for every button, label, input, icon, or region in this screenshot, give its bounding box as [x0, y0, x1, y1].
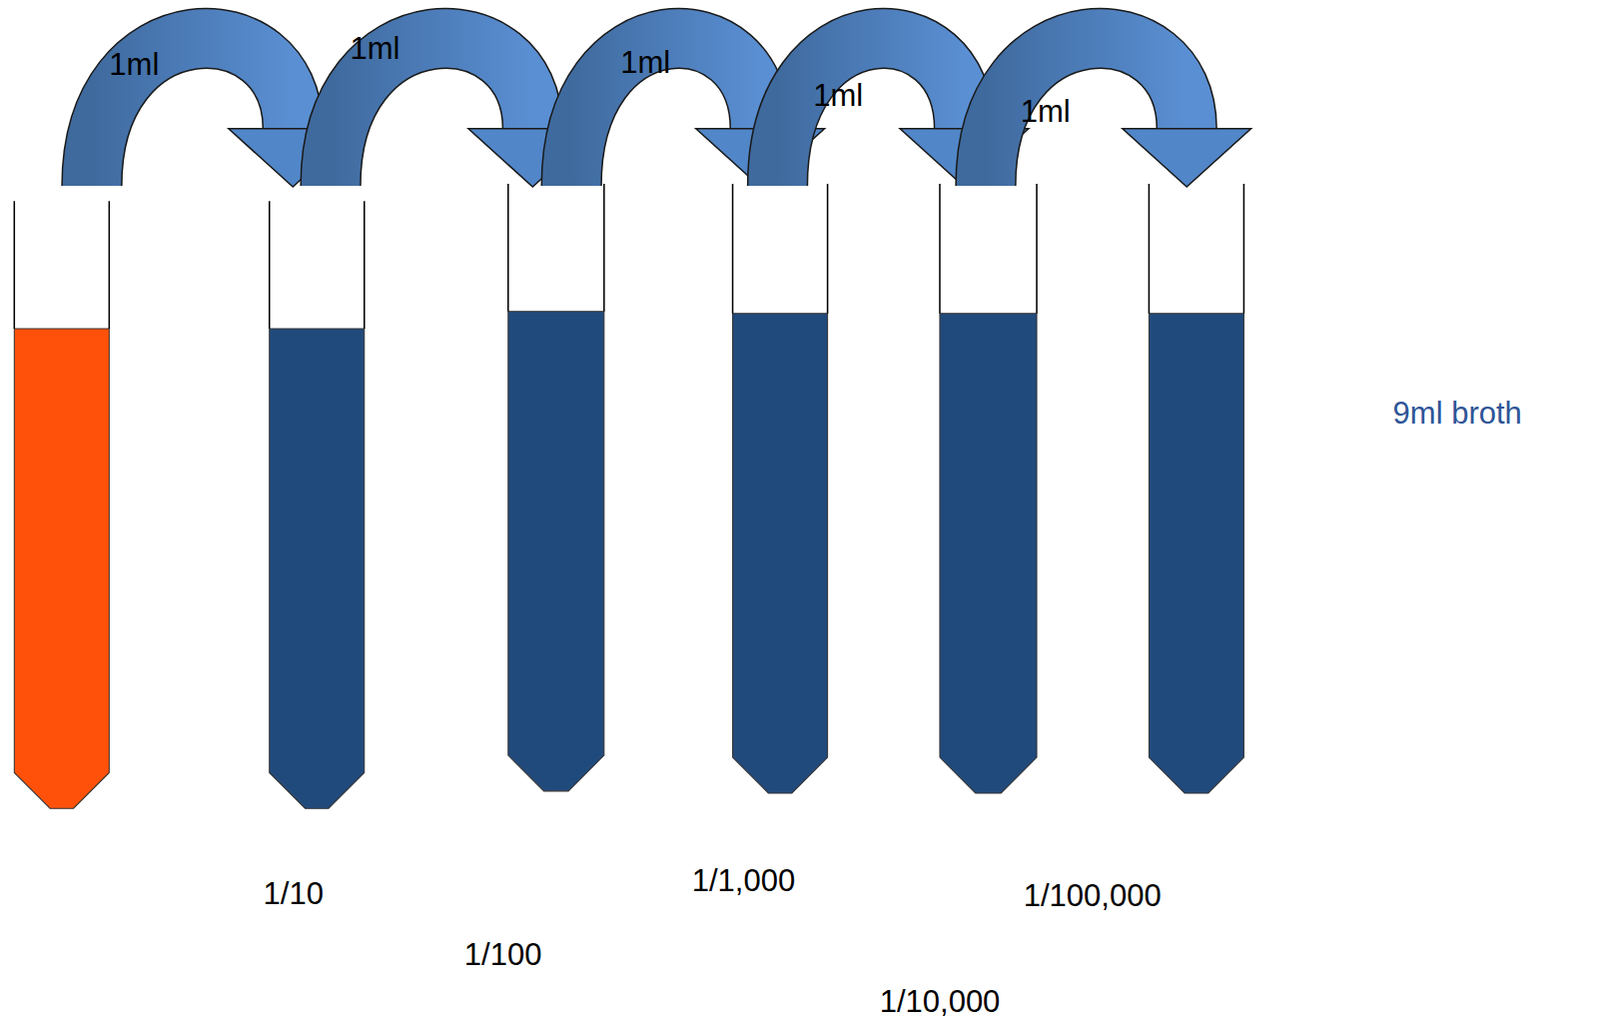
arrow-outline: [571, 37, 761, 186]
dilution-label: 1/10,000: [879, 983, 1001, 1020]
tube-wall: [508, 183, 605, 312]
tube-liquid: [269, 328, 365, 808]
arrow-body: [91, 37, 293, 186]
tube-wall: [733, 183, 828, 314]
test-tube: [939, 183, 1037, 794]
dilution-label: 1/100,000: [1023, 877, 1162, 914]
volume-label: 1ml: [1020, 93, 1071, 130]
volume-label: 1ml: [620, 44, 671, 81]
test-tube: [13, 200, 109, 808]
test-tube: [1148, 183, 1244, 794]
volume-label: 1ml: [349, 30, 400, 67]
tube-wall: [939, 183, 1037, 314]
test-tube: [269, 200, 365, 808]
test-tube: [508, 183, 605, 792]
transfer-arrows: [59, 37, 1251, 190]
tube-wall: [269, 200, 365, 329]
test-tubes: [13, 183, 1244, 808]
transfer-arrow: [953, 37, 1251, 190]
tube-liquid: [1148, 313, 1244, 794]
arrow-outline: [778, 37, 965, 186]
arrow-body: [985, 37, 1187, 186]
test-tube: [733, 183, 828, 794]
tube-wall: [1148, 183, 1244, 314]
dilution-label: 1/10: [263, 875, 324, 912]
tube-liquid: [939, 313, 1037, 794]
tube-liquid: [733, 313, 828, 794]
tube-wall: [13, 200, 109, 329]
arrow-outline: [91, 37, 293, 186]
volume-label: 1ml: [108, 46, 159, 83]
tube-liquid: [13, 328, 109, 808]
arrow-body: [778, 37, 965, 186]
tube-liquid: [508, 311, 605, 792]
dilution-label: 1/1,000: [692, 862, 796, 899]
arrow-outline: [985, 37, 1187, 186]
broth-note: 9ml broth: [1393, 395, 1523, 432]
volume-label: 1ml: [812, 77, 863, 114]
arrow-head: [1122, 128, 1252, 187]
arrow-body: [571, 37, 761, 186]
dilution-label: 1/100: [464, 936, 543, 973]
